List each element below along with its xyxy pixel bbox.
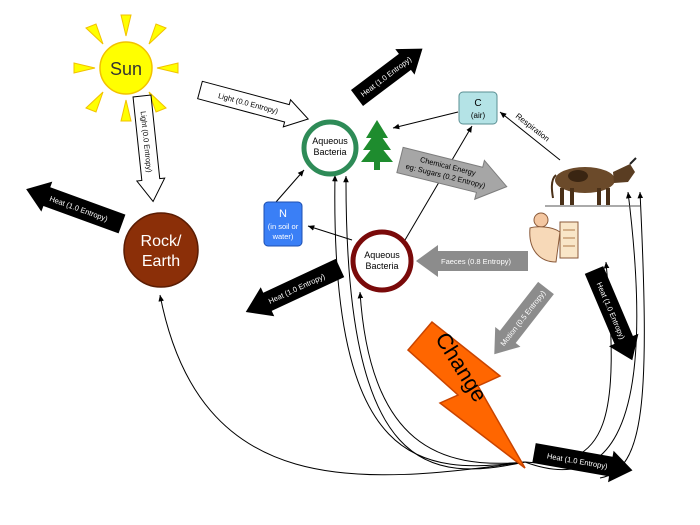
arrow-heat-bottom: Heat (1.0 Entropy) [532,443,633,483]
sun-label: Sun [110,59,142,79]
connector-bacteria-to-nitrogen [307,225,353,241]
carbon-subtitle: (air) [471,111,486,120]
connector-nitrogen-to-bacteria [275,169,305,203]
connector-bottom-to-cow [524,191,638,471]
arrow-light-right: Light (0.0 Entropy) [197,80,310,128]
connector-cow-to-carbon [499,111,561,161]
connector-carbon-to-tree [392,111,459,130]
arrow-heat-top: Heat (1.0 Entropy) [350,48,423,106]
man-icon [529,212,579,263]
arrow-motion: Motion (0.5 Entropy) [494,281,554,355]
rock-label-line1: Rock/ [141,233,182,250]
nitrogen-line1: (in soil or [268,222,299,231]
nitrogen-line2: water) [272,232,294,241]
arrow-chemical-energy: Chemical Energy eg: Sugars (0.2 Entropy) [396,146,508,201]
bacteria-bottom-line1: Aqueous [364,250,400,260]
arrow-faeces: Faeces (0.8 Entropy) [416,245,528,277]
sun: Sun [73,14,179,122]
rock-label-line2: Earth [142,253,180,270]
bacteria-bottom: Aqueous Bacteria [350,229,414,293]
bacteria-top-line2: Bacteria [313,147,346,157]
carbon-title: C [474,98,481,109]
bacteria-bottom-line2: Bacteria [365,261,398,271]
faeces-label: Faeces (0.8 Entropy) [441,257,512,266]
connector-bottom-to-rock [158,294,526,476]
carbon-box: C (air) [458,91,498,125]
motion-label: Motion (0.5 Entropy) [499,288,548,347]
bacteria-top-line1: Aqueous [312,136,348,146]
arrow-light-down: Light (0.0 Entropy) [132,94,166,203]
cow-icon [545,157,640,207]
heat-top-label: Heat (1.0 Entropy) [359,54,414,98]
arrow-heat-left: Heat (1.0 Entropy) [26,181,126,234]
rock-earth: Rock/ Earth [123,212,199,288]
connector-bottom-to-bacteria-top-b [343,175,526,470]
bacteria-top: Aqueous Bacteria [301,119,359,177]
nitrogen-title: N [279,208,287,220]
connector-bottom-to-bacteria-bottom [357,291,526,464]
connector-bottom-to-bacteria-top-a [332,174,526,467]
tree-icon [361,120,393,170]
nitrogen-box: N (in soil or water) [263,201,303,247]
arrow-heat-mid: Heat (1.0 Entropy) [245,258,345,317]
